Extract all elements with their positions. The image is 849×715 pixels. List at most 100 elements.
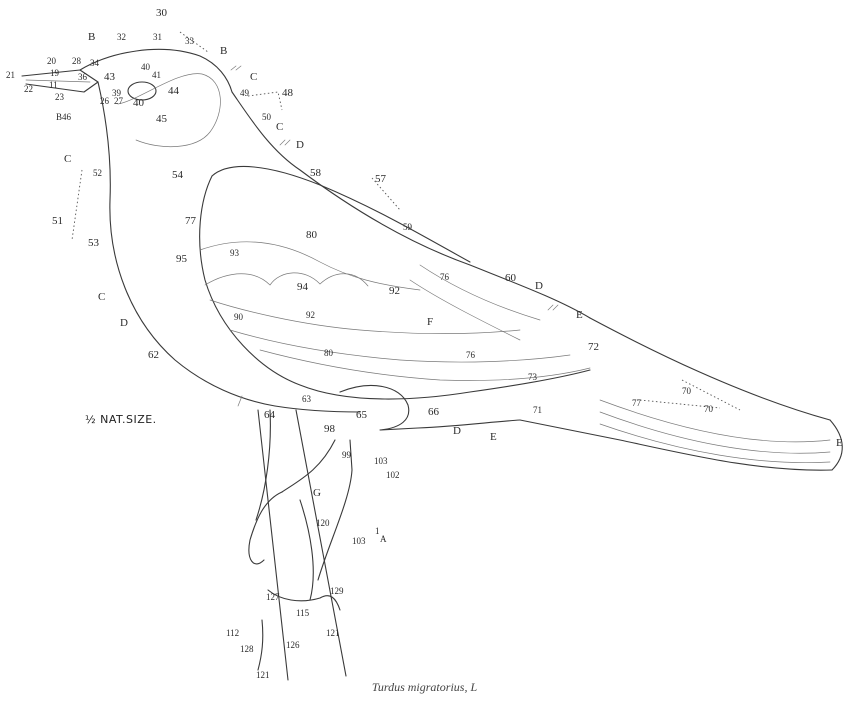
label-121: 121 [256,670,270,680]
tail-feather-line [600,412,830,453]
label-e: E [836,437,843,449]
label-52: 52 [93,168,102,178]
foot-upper [249,492,282,564]
label-d: D [535,280,543,292]
label-e: E [576,309,583,321]
label-126: 126 [286,640,300,650]
label-92: 92 [306,310,315,320]
tick-mark [231,66,241,70]
label-d: D [296,139,304,151]
label-36: 36 [78,72,88,82]
label-d-under-equals: D [120,317,128,329]
label-b46: B46 [56,112,72,122]
label-76: 76 [466,350,476,360]
label-65: 65 [356,409,368,421]
label-94: 94 [297,281,309,293]
label-23: 23 [55,92,65,102]
label-33: 33 [185,36,195,46]
bird-outline [22,32,842,680]
label-30: 30 [156,7,168,19]
label-72: 72 [588,341,599,353]
label-129: 129 [330,586,344,596]
label-31: 31 [153,32,162,42]
label-99: 99 [342,450,352,460]
label-20: 20 [47,56,57,66]
label-1: 1 [375,526,380,536]
toe-line [300,500,313,600]
label-73: 73 [528,372,538,382]
label-a: A [380,534,387,544]
label-63: 63 [302,394,312,404]
label-51: 51 [52,215,63,227]
label-45: 45 [156,113,168,125]
label-d: D [453,425,461,437]
label-b: B [220,45,227,57]
tertial-line [420,265,540,320]
belly-outline [275,406,360,412]
label-c: C [98,291,105,303]
label-54: 54 [172,169,184,181]
label-50: 50 [262,112,272,122]
label-103: 103 [374,456,388,466]
label-90: 90 [234,312,244,322]
figure-caption: Turdus migratorius, L [0,680,849,695]
label-77: 77 [632,398,642,408]
label-80: 80 [306,229,318,241]
label-11: 11 [49,80,58,90]
label-19: 19 [50,68,60,78]
topography-labels: 30 B 32 31 33 B 20 28 34 40 41 21 19 36 … [6,7,843,680]
label-120: 120 [316,518,330,528]
label-28: 28 [72,56,82,66]
label-32: 32 [117,32,126,42]
label-93: 93 [230,248,240,258]
label-f: F [427,316,433,328]
label-c: C [250,71,257,83]
label-e: E [490,431,497,443]
label-92: 92 [389,285,400,297]
label-64: 64 [264,409,276,421]
covert-scallops [205,273,368,286]
dotted-guide [248,92,282,110]
tarsus-left [282,440,335,492]
label-71: 71 [533,405,542,415]
label-41: 41 [152,70,161,80]
label-112: 112 [226,628,239,638]
label-43: 43 [104,71,116,83]
scale-note: ½ NAT.SIZE. [85,413,157,426]
dotted-guide [72,170,82,240]
label-77: 77 [185,215,197,227]
label-58: 58 [310,167,322,179]
label-g: G [313,487,321,499]
wing-shoulder [212,166,470,262]
label-21: 21 [6,70,15,80]
label-c: C [64,153,71,165]
label-80: 80 [324,348,334,358]
label-b: B [88,31,95,43]
label-66: 66 [428,406,440,418]
label-49: 49 [240,88,250,98]
label-62: 62 [148,349,159,361]
label-98: 98 [324,423,336,435]
tick-mark [280,140,290,145]
label-c: C [276,121,283,133]
label-60: 60 [505,272,517,284]
label-121: 121 [326,628,340,638]
label-48: 48 [282,87,294,99]
label-34: 34 [90,58,100,68]
breast-outline [98,82,275,406]
label-44: 44 [168,85,180,97]
label-27: 27 [114,96,124,106]
label-128: 128 [240,644,254,654]
label-57: 57 [375,173,387,185]
primary-line [260,350,590,381]
label-53: 53 [88,237,100,249]
label-103: 103 [352,536,366,546]
label-40: 40 [141,62,151,72]
label-26: 26 [100,96,110,106]
label-102: 102 [386,470,400,480]
tick-mark [548,305,558,310]
primary-line [230,330,570,362]
label-40: 40 [133,97,145,109]
